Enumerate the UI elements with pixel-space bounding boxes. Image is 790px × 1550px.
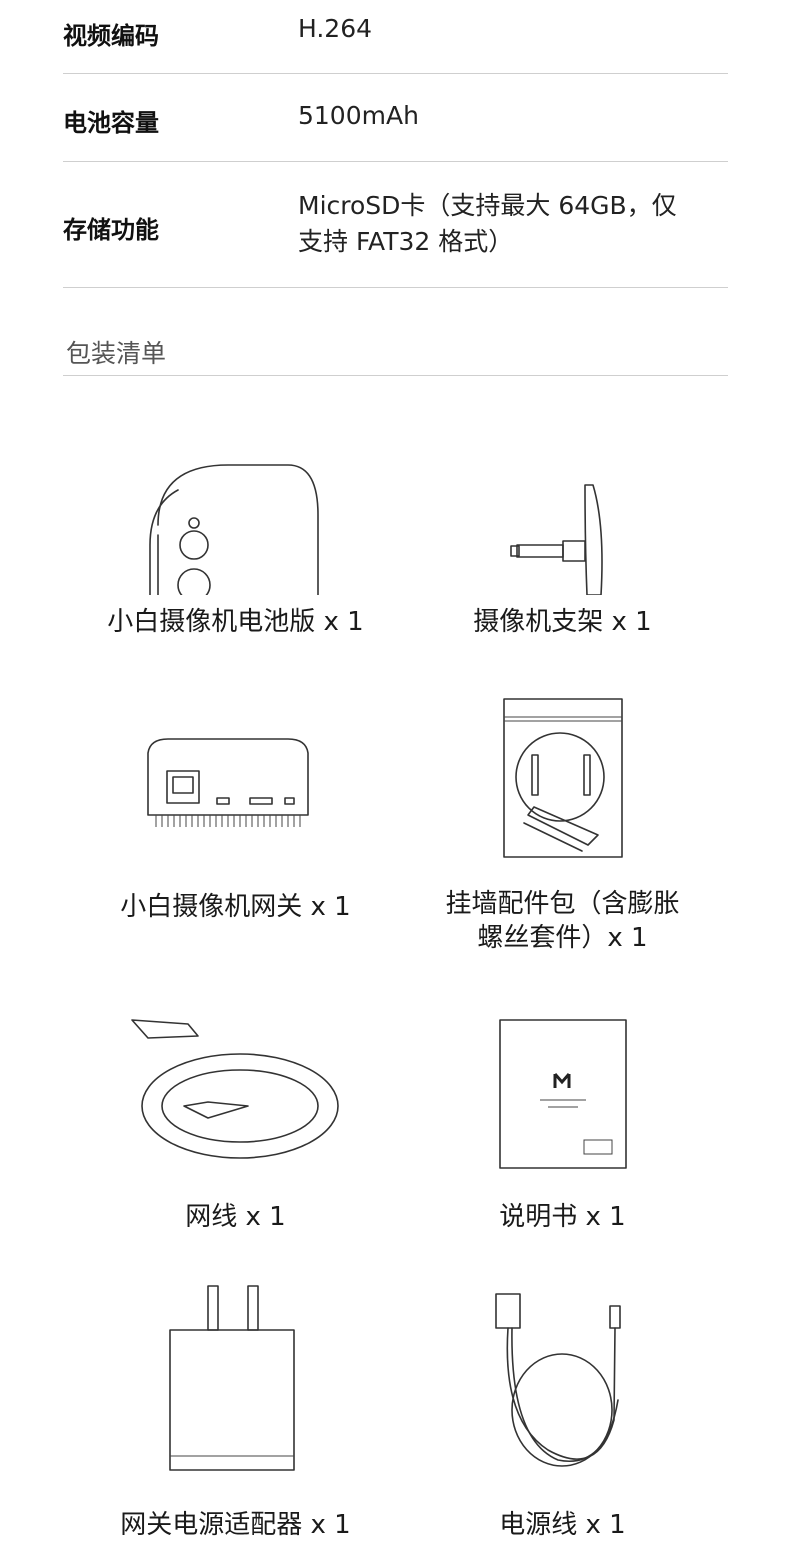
item-label: 电源线 x 1 bbox=[499, 1510, 626, 1540]
ethernet-cable-icon bbox=[131, 1019, 339, 1159]
item-label-line2: 螺丝套件）x 1 bbox=[477, 923, 648, 953]
usb-cable-icon bbox=[494, 1293, 621, 1467]
package-item-manual: 说明书 x 1 bbox=[365, 1010, 760, 1250]
spec-row-storage: 存储功能 MicroSD卡（支持最大 64GB，仅 支持 FAT32 格式） bbox=[63, 161, 728, 288]
package-list-title: 包装清单 bbox=[66, 339, 167, 368]
camera-mount-icon bbox=[509, 484, 603, 595]
item-label-line1: 挂墙配件包（含膨胀 bbox=[445, 889, 680, 919]
battery-camera-icon bbox=[149, 464, 319, 595]
spec-value: H.264 bbox=[298, 14, 373, 43]
gateway-icon bbox=[147, 738, 309, 827]
spec-value: 5100mAh bbox=[298, 101, 419, 130]
spec-row-video-codec: 视频编码 H.264 bbox=[63, 0, 728, 74]
power-adapter-icon bbox=[169, 1285, 295, 1471]
spec-value-line1: MicroSD卡（支持最大 64GB，仅 bbox=[298, 191, 677, 220]
package-item-ethernet-cable: 网线 x 1 bbox=[38, 1010, 433, 1250]
item-label: 小白摄像机网关 x 1 bbox=[120, 892, 351, 922]
item-label: 网线 x 1 bbox=[185, 1202, 286, 1232]
manual-icon bbox=[498, 1019, 627, 1169]
package-item-power-cable: 电源线 x 1 bbox=[365, 1280, 760, 1550]
item-label: 说明书 x 1 bbox=[499, 1202, 626, 1232]
package-item-wall-mount-kit: 挂墙配件包（含膨胀 螺丝套件）x 1 bbox=[365, 695, 760, 965]
package-item-power-adapter: 网关电源适配器 x 1 bbox=[38, 1280, 433, 1550]
spec-label: 电池容量 bbox=[63, 109, 159, 137]
divider bbox=[63, 375, 728, 376]
spec-row-battery: 电池容量 5100mAh bbox=[63, 73, 728, 162]
wall-mount-kit-icon bbox=[502, 698, 623, 858]
item-label: 摄像机支架 x 1 bbox=[473, 607, 652, 637]
item-label: 小白摄像机电池版 x 1 bbox=[107, 607, 364, 637]
package-item-battery-camera: 小白摄像机电池版 x 1 bbox=[38, 455, 433, 645]
package-item-gateway: 小白摄像机网关 x 1 bbox=[38, 735, 433, 945]
item-label: 网关电源适配器 x 1 bbox=[120, 1510, 351, 1540]
spec-label: 存储功能 bbox=[63, 216, 159, 244]
spec-label: 视频编码 bbox=[63, 22, 159, 50]
spec-value-line2: 支持 FAT32 格式） bbox=[298, 227, 514, 256]
package-item-camera-mount: 摄像机支架 x 1 bbox=[365, 455, 760, 645]
